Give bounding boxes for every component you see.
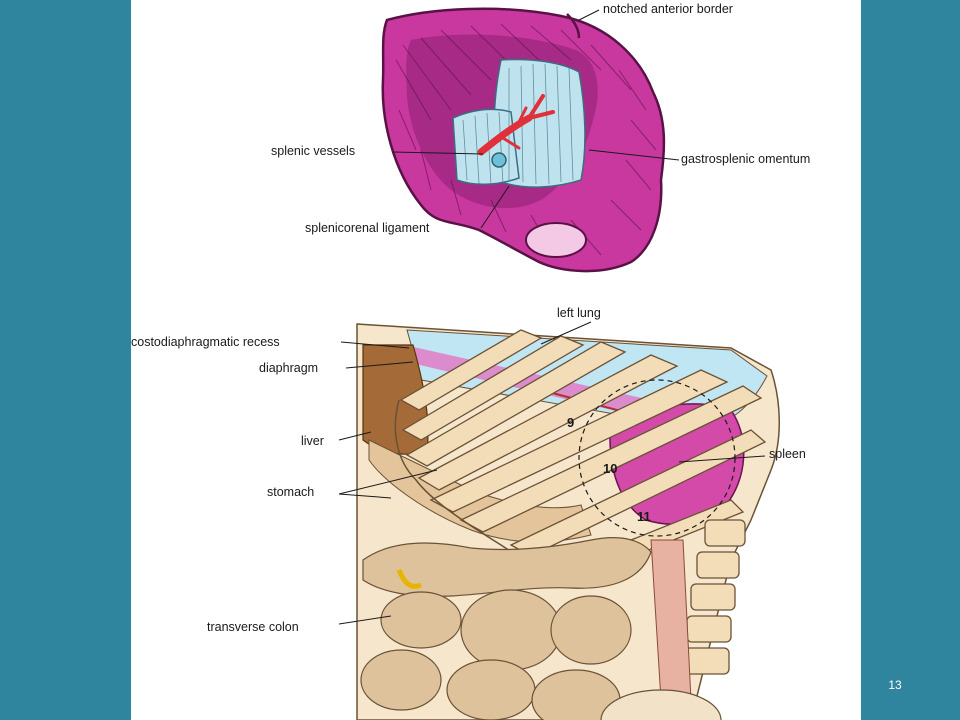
rib bbox=[399, 329, 543, 411]
slide-page-number: 13 bbox=[888, 678, 902, 692]
spleen-hilum-opening bbox=[525, 222, 587, 258]
label-costodiaphragmatic-recess: costodiaphragmatic recess bbox=[131, 335, 280, 349]
rib-number-11: 11 bbox=[637, 509, 651, 524]
omentum-fold-lines bbox=[462, 63, 574, 186]
upper-leader-lines bbox=[392, 9, 680, 229]
rib bbox=[417, 354, 679, 491]
label-splenic-vessels: splenic vessels bbox=[271, 144, 356, 158]
label-splenicorenal-ligament: splenicorenal ligament bbox=[305, 221, 430, 235]
slide-content-panel: notched anterior border splenic vessels … bbox=[131, 0, 861, 720]
rib bbox=[405, 341, 627, 467]
splenic-vessel-section bbox=[491, 152, 507, 168]
label-notched-anterior-border: notched anterior border bbox=[603, 2, 733, 16]
label-transverse-colon: transverse colon bbox=[207, 620, 299, 634]
spleen-visceral-view bbox=[381, 7, 680, 273]
intestines bbox=[360, 537, 722, 720]
spleen-anatomy-figure bbox=[338, 7, 780, 720]
ribs bbox=[399, 329, 767, 583]
label-stomach: stomach bbox=[267, 485, 315, 499]
lower-leader-lines bbox=[338, 321, 766, 625]
label-diaphragm: diaphragm bbox=[259, 361, 319, 375]
rib bbox=[401, 335, 585, 441]
label-gastrosplenic-omentum: gastrosplenic omentum bbox=[681, 152, 811, 166]
spleen-notch bbox=[566, 13, 581, 39]
colic-vessels bbox=[396, 569, 422, 589]
label-liver: liver bbox=[301, 434, 324, 448]
splenic-vessels bbox=[477, 94, 555, 156]
label-spleen: spleen bbox=[769, 447, 806, 461]
rib-number-9: 9 bbox=[567, 415, 575, 430]
vertebral-column bbox=[682, 519, 746, 675]
label-left-lung: left lung bbox=[557, 306, 601, 320]
thoracoabdominal-view bbox=[338, 321, 780, 720]
transverse-colon bbox=[362, 537, 652, 597]
rib-number-10: 10 bbox=[603, 461, 618, 476]
